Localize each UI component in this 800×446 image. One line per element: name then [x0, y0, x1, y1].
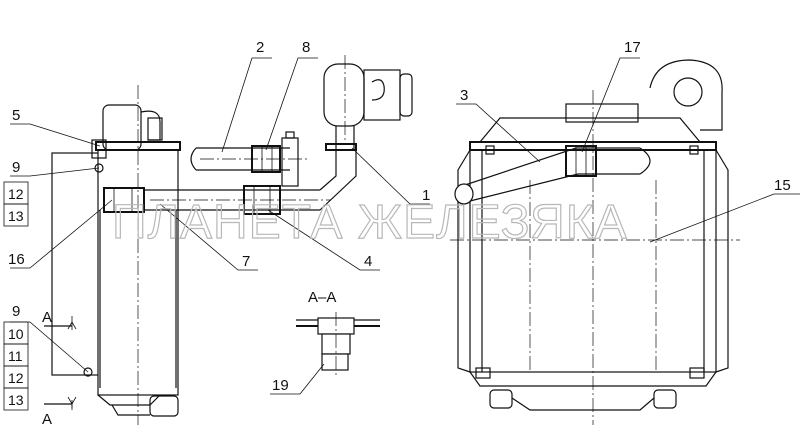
stack-bottom-item-1: 10: [8, 326, 24, 342]
callout-9-top: 9: [12, 159, 20, 176]
callout-7: 7: [242, 253, 250, 270]
left-view: [51, 85, 181, 425]
callout-stack-top: [3, 181, 29, 227]
callout-19: 19: [272, 377, 289, 394]
stack-top-item-1: 13: [8, 208, 24, 224]
hose-clamp-17: [565, 145, 597, 177]
stack-bottom-item-0: 9: [12, 303, 20, 320]
callout-3: 3: [460, 87, 468, 104]
section-letter-upper: A: [42, 309, 52, 326]
stack-bottom-item-2: 11: [8, 348, 23, 364]
callout-17: 17: [624, 39, 641, 56]
section-letter-lower: A: [42, 411, 52, 428]
callout-15: 15: [774, 177, 791, 194]
callout-1: 1: [422, 187, 430, 204]
upper-neck: [102, 104, 142, 151]
turbocharger: [323, 55, 413, 151]
section-title: A–A: [308, 289, 336, 306]
right-view: [450, 59, 740, 425]
section-a-a: [296, 312, 380, 375]
stack-top-item-0: 12: [8, 186, 24, 202]
stack-bottom-item-4: 13: [8, 392, 24, 408]
leader-lines: [10, 57, 800, 410]
callout-stack-bottom: [3, 321, 29, 411]
callout-4: 4: [364, 253, 372, 270]
callout-16: 16: [8, 251, 25, 268]
mounting-plate: [51, 152, 101, 376]
callout-8: 8: [302, 39, 310, 56]
hose-clamp-left: [103, 187, 145, 213]
callout-2: 2: [256, 39, 264, 56]
watermark-text: ПЛАНЕТА ЖЕЛЕЗЯКА: [112, 196, 628, 249]
callout-5: 5: [12, 107, 20, 124]
connecting-pipe: [144, 131, 357, 215]
stack-bottom-item-3: 12: [8, 370, 24, 386]
